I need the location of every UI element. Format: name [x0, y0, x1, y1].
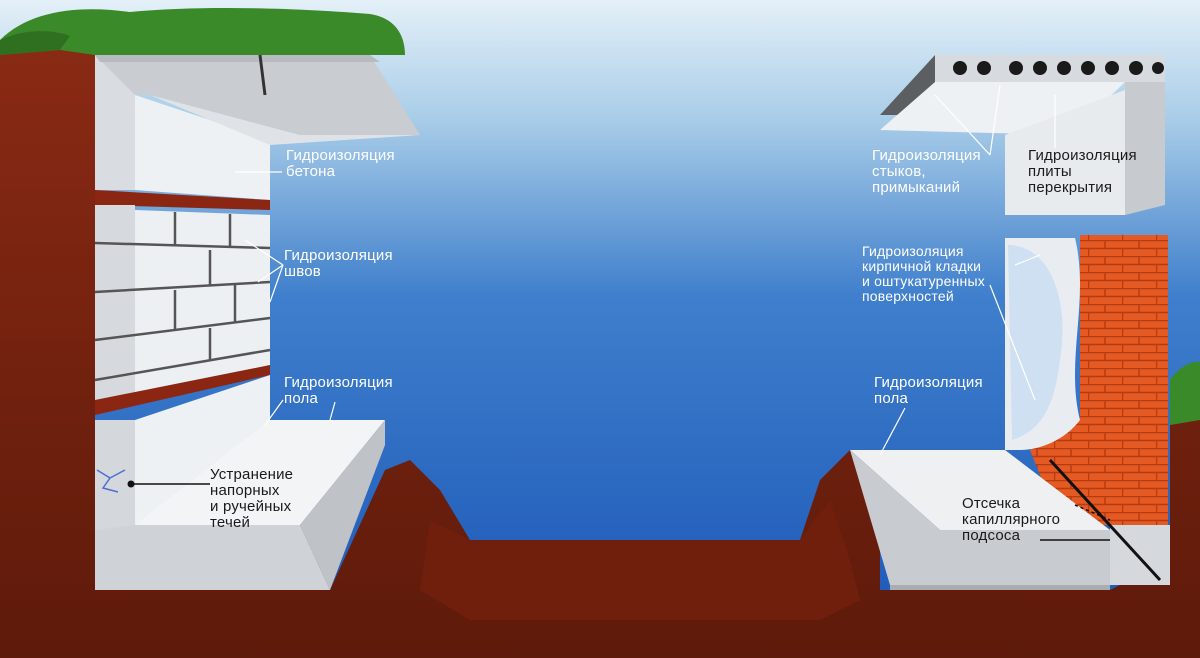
- top-concrete-inner: [135, 95, 270, 200]
- soil-trench-floor: [420, 500, 860, 620]
- crack-lines: [96, 469, 126, 493]
- floor-slab-left-top: [135, 420, 385, 525]
- floor-slab-left-side: [300, 420, 385, 590]
- waterproof-coat: [1008, 245, 1063, 440]
- grass-left: [0, 7, 405, 55]
- grass-right: [1170, 361, 1200, 425]
- slab-crack: [258, 54, 267, 96]
- block-joints: [94, 212, 271, 382]
- block-wall-inner: [135, 210, 270, 400]
- leader-lines: [235, 84, 1056, 456]
- red-gap-bottom: [95, 365, 270, 415]
- capillary-dash: [1074, 504, 1111, 521]
- capillary-cut-line: [1048, 458, 1162, 582]
- right-ceiling-wall: [1125, 82, 1165, 215]
- floor-slab-right-edge: [890, 585, 1110, 590]
- top-concrete-front: [95, 55, 135, 190]
- lower-wall-inner: [135, 375, 270, 525]
- dark-leader-lines: [133, 483, 1110, 541]
- floor-slab-left-front: [95, 525, 330, 590]
- top-slab-top: [95, 55, 380, 62]
- hollow-slab-front: [935, 55, 1165, 82]
- grass-left-detail: [0, 31, 70, 55]
- floor-slab-right-top: [850, 450, 1110, 530]
- leak-point: [127, 480, 135, 488]
- top-slab-underside: [150, 95, 420, 145]
- slab-holes: [953, 61, 1164, 75]
- right-ceiling-inner: [1005, 90, 1125, 215]
- soil-ground: [0, 40, 1200, 658]
- block-wall-face: [95, 205, 135, 400]
- red-gap-top: [95, 190, 270, 210]
- top-slab-left: [95, 55, 420, 135]
- brick-wall: [1080, 235, 1168, 525]
- floor-slab-right-front: [850, 450, 1110, 585]
